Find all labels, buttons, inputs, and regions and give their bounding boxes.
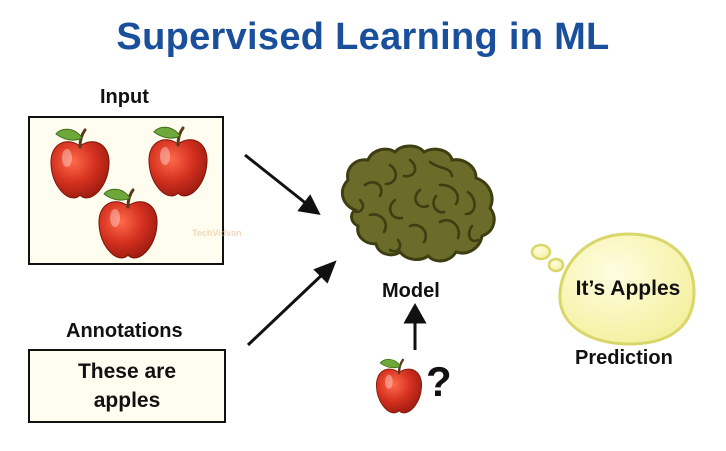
query-arrowhead-icon [403,302,427,324]
input-arrowhead-icon [297,194,321,215]
query-apple-icon [375,358,423,415]
input-apple-1-icon [49,127,111,200]
watermark-logo: TechVidvan [192,228,242,238]
annotations-to-model-arrow-icon [246,270,327,347]
prediction-bubble-text: It’s Apples [575,277,681,300]
model-label: Model [382,280,440,302]
input-apple-2-icon [147,125,209,198]
prediction-label: Prediction [575,347,673,369]
arrows [244,153,427,350]
input-apple-3-icon [97,187,159,260]
annotation-text-line-2: apples [93,389,161,412]
diagram-title: Supervised Learning in ML [116,16,610,58]
input-to-model-arrow-icon [244,153,309,207]
question-mark: ? [426,358,452,405]
annotation-text-line-1: These are [77,360,177,383]
annotation-box: These are apples [28,349,226,423]
brain-icon [340,144,496,263]
annotations-arrowhead-icon [313,260,337,284]
annotations-label: Annotations [66,320,183,342]
thought-bubble-icon [530,232,696,346]
input-label: Input [100,86,149,108]
